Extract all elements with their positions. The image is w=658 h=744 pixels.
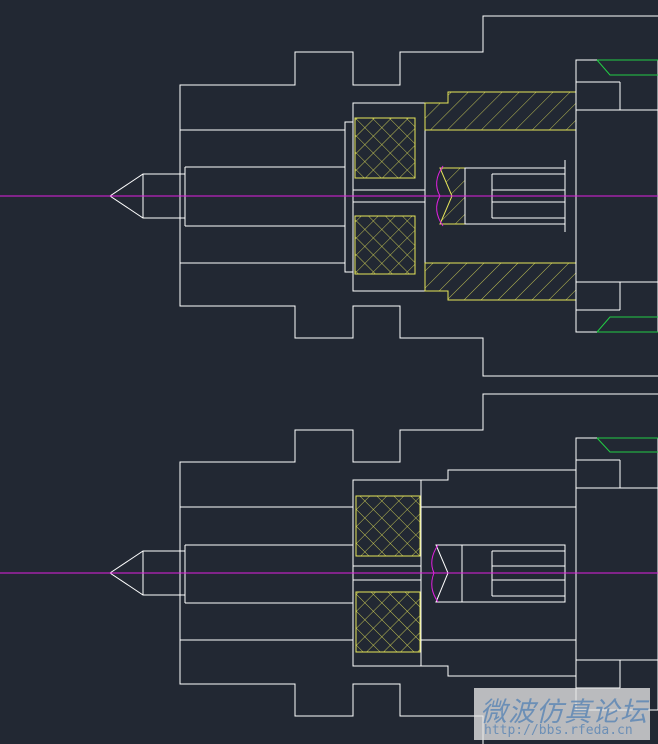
upper-sleeve-bottom <box>424 262 577 301</box>
lower-insulator-bottom <box>355 591 421 653</box>
watermark: 微波仿真论坛 http://bbs.rfeda.cn <box>474 688 650 740</box>
lower-housing-bottom <box>179 573 484 744</box>
upper-insulator-top <box>354 117 416 179</box>
watermark-title: 微波仿真论坛 <box>480 697 648 728</box>
lower-section <box>109 393 658 744</box>
upper-sleeve-top <box>424 91 577 131</box>
lower-insulator-top <box>355 495 421 557</box>
lower-contact <box>435 544 463 603</box>
upper-housing-top <box>179 15 658 196</box>
lower-housing-top <box>179 393 658 573</box>
upper-insulator-bottom <box>354 215 416 275</box>
watermark-url: http://bbs.rfeda.cn <box>484 723 633 738</box>
upper-housing-bottom <box>179 196 658 377</box>
